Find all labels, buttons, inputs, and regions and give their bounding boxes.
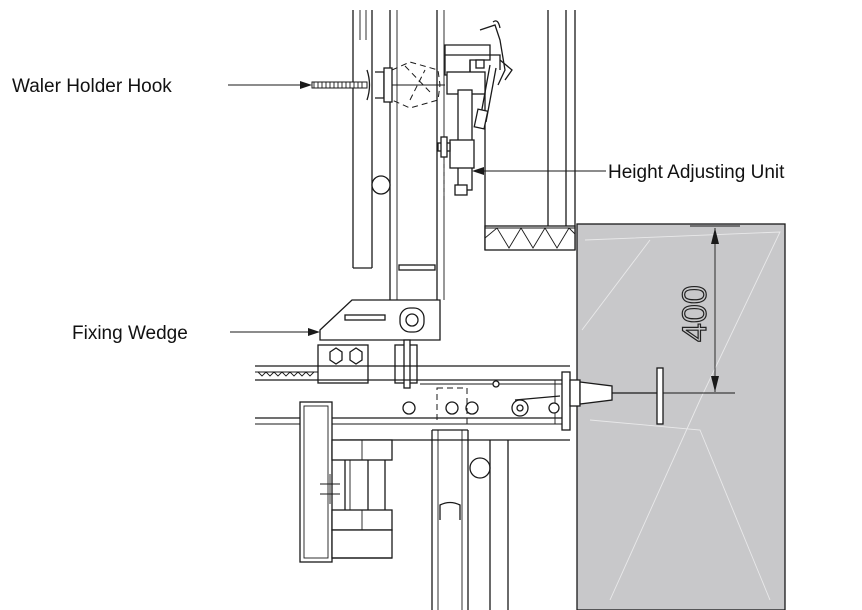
callout-leaders — [228, 81, 606, 336]
fixing-wedge-bracket — [317, 299, 441, 389]
label-fixing-wedge: Fixing Wedge — [72, 323, 188, 344]
formwork-panel — [484, 10, 576, 251]
left-vertical-post — [352, 10, 373, 269]
dimension-value: 400 — [676, 285, 714, 342]
label-height-adjusting-unit: Height Adjusting Unit — [608, 162, 785, 183]
height-adjusting-mechanism — [437, 20, 513, 196]
concrete-wall — [576, 223, 786, 610]
lower-climbing-rail — [431, 429, 509, 610]
anchor-cone — [561, 367, 664, 431]
waler-holder-hook — [311, 61, 445, 109]
label-waler-holder-hook: Waler Holder Hook — [12, 76, 172, 97]
dimension-400: 400 — [620, 225, 740, 394]
lower-platform — [299, 401, 393, 563]
central-vertical-rail — [371, 10, 445, 340]
